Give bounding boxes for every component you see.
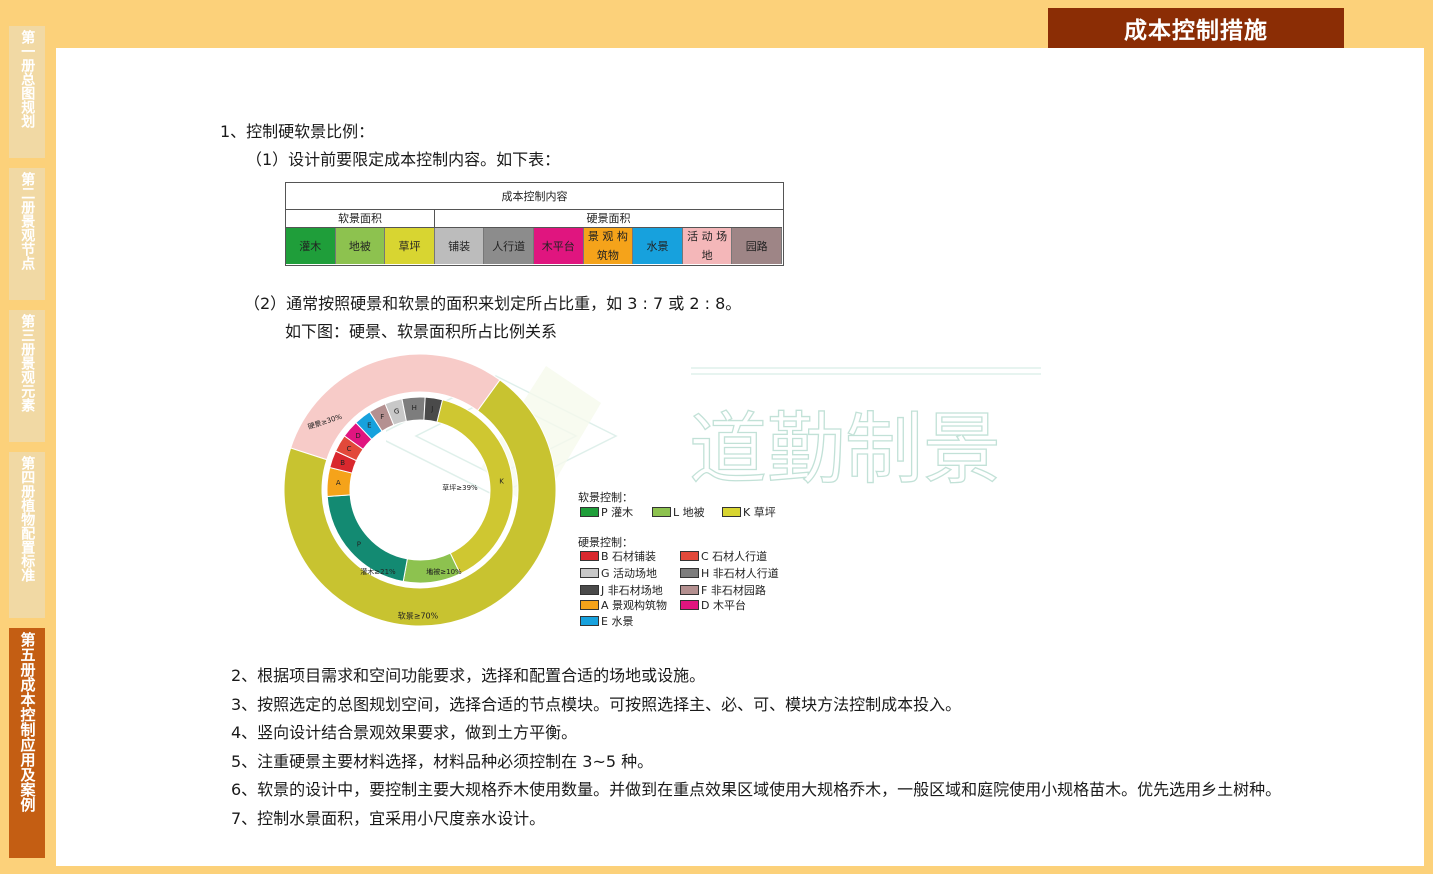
table-cell: 水景 — [633, 228, 683, 264]
legend-swatch — [680, 600, 699, 610]
volume-tab-label: 第二册景观节点 — [19, 172, 36, 270]
volume-tab-label: 第五册成本控制应用及案例 — [18, 632, 37, 812]
table-cell: 铺装 — [434, 228, 485, 264]
label-shrub: 灌木≥21% — [360, 567, 396, 576]
legend-item-hard-d: D 木平台 — [680, 597, 746, 613]
legend-item-soft-l: L 地被 — [652, 504, 705, 520]
item-2: 2、根据项目需求和空间功能要求，选择和配置合适的场地或设施。 — [231, 666, 706, 685]
table-cell: 活 动 场 地 — [682, 228, 733, 264]
legend-swatch — [580, 551, 599, 561]
legend-swatch — [680, 568, 699, 578]
volume-tab-4[interactable]: 第四册植物配置标准 — [9, 452, 45, 618]
table-cell: 人行道 — [484, 228, 534, 264]
volume-sidebar: 第一册总图规划 第二册景观节点 第三册景观元素 第四册植物配置标准 第五册成本控… — [0, 0, 52, 874]
item-5: 5、注重硬景主要材料选择，材料品种必须控制在 3~5 种。 — [231, 752, 654, 771]
segment-letter: L — [429, 567, 433, 575]
segment-letter: F — [380, 413, 384, 421]
legend-label: J 非石材场地 — [601, 584, 663, 597]
cost-control-table: 成本控制内容 软景面积 硬景面积 灌木地被草坪铺装人行道木平台景 观 构 筑物水… — [285, 182, 784, 266]
legend-item-hard-h: H 非石材人行道 — [680, 565, 779, 581]
legend-soft-title: 软景控制： — [578, 491, 633, 504]
legend-item-hard-a: A 景观构筑物 — [580, 597, 667, 613]
legend-item-hard-e: E 水景 — [580, 613, 633, 629]
outer-ring-segment — [283, 379, 557, 627]
legend-item-hard-b: B 石材铺装 — [580, 548, 656, 564]
volume-tab-5[interactable]: 第五册成本控制应用及案例 — [9, 628, 45, 858]
item-4: 4、竖向设计结合景观效果要求，做到土方平衡。 — [231, 723, 578, 742]
table-title: 成本控制内容 — [286, 183, 783, 210]
segment-letter: K — [499, 478, 504, 486]
segment-letter: E — [367, 422, 371, 430]
soft-area-header: 软景面积 — [286, 209, 435, 228]
legend-label: E 水景 — [601, 615, 634, 628]
segment-letter: C — [347, 445, 352, 453]
legend-swatch — [680, 585, 699, 595]
legend-swatch — [580, 600, 599, 610]
segment-letter: D — [355, 432, 360, 440]
legend-swatch — [580, 568, 599, 578]
segment-letter: B — [340, 459, 345, 467]
volume-tab-label: 第四册植物配置标准 — [19, 456, 36, 582]
legend-item-soft-k: K 草坪 — [722, 504, 776, 520]
content-panel: 1、控制硬软景比例： （1）设计前要限定成本控制内容。如下表： 成本控制内容 软… — [56, 48, 1424, 866]
volume-tab-label: 第三册景观元素 — [19, 314, 36, 412]
legend-item-hard-j: J 非石材场地 — [580, 582, 663, 598]
segment-letter: J — [430, 405, 433, 413]
segment-letter: H — [412, 404, 417, 412]
legend-item-hard-c: C 石材人行道 — [680, 548, 767, 564]
legend-item-hard-f: F 非石材园路 — [680, 582, 766, 598]
legend-label: F 非石材园路 — [701, 584, 766, 597]
legend-swatch — [580, 507, 599, 517]
item-7: 7、控制水景面积，宜采用小尺度亲水设计。 — [231, 809, 546, 828]
item-1-sub-1: （1）设计前要限定成本控制内容。如下表： — [246, 150, 561, 169]
legend-label: L 地被 — [673, 506, 705, 519]
table-cell: 木平台 — [534, 228, 584, 264]
volume-tab-1[interactable]: 第一册总图规划 — [9, 26, 45, 158]
table-cell: 园路 — [732, 228, 782, 264]
table-cell: 景 观 构 筑物 — [583, 228, 634, 264]
item-6: 6、软景的设计中，要控制主要大规格乔木使用数量。并做到在重点效果区域使用大规格乔… — [231, 780, 1282, 799]
legend-label: K 草坪 — [743, 506, 776, 519]
legend-swatch — [680, 551, 699, 561]
segment-letter: P — [357, 541, 361, 549]
legend-label: H 非石材人行道 — [701, 567, 779, 580]
legend-swatch — [652, 507, 671, 517]
item-1-sub-2: （2）通常按照硬景和软景的面积来划定所占比重，如 3 : 7 或 2 : 8。 — [244, 294, 742, 313]
label-soft: 软景≥70% — [398, 611, 439, 621]
table-cell: 地被 — [335, 228, 386, 264]
legend-item-soft-p: P 灌木 — [580, 504, 633, 520]
segment-letter: A — [336, 479, 341, 487]
legend-label: B 石材铺装 — [601, 550, 657, 563]
legend-label: P 灌木 — [601, 506, 634, 519]
legend-label: D 木平台 — [701, 599, 746, 612]
volume-tab-3[interactable]: 第三册景观元素 — [9, 310, 45, 442]
segment-letter: G — [394, 407, 399, 415]
legend-swatch — [580, 585, 599, 595]
watermark-text: 道勤制景 — [689, 405, 1001, 495]
legend-label: G 活动场地 — [601, 567, 658, 580]
label-lawn: 草坪≥39% — [442, 483, 478, 492]
legend-swatch — [722, 507, 741, 517]
legend-item-hard-g: G 活动场地 — [580, 565, 657, 581]
volume-tab-label: 第一册总图规划 — [19, 30, 36, 128]
legend-hard-title: 硬景控制： — [578, 536, 633, 549]
item-3: 3、按照选定的总图规划空间，选择合适的节点模块。可按照选择主、必、可、模块方法控… — [231, 695, 962, 714]
legend-swatch — [580, 616, 599, 626]
table-cell: 灌木 — [286, 228, 336, 264]
legend-label: A 景观构筑物 — [601, 599, 668, 612]
item-1-heading: 1、控制硬软景比例： — [220, 122, 375, 141]
table-cell: 草坪 — [385, 228, 435, 264]
inner-ring-segment-j — [423, 396, 444, 423]
hard-area-header: 硬景面积 — [435, 209, 782, 228]
volume-tab-2[interactable]: 第二册景观节点 — [9, 168, 45, 300]
item-1-sub-2b: 如下图：硬景、软景面积所占比例关系 — [285, 322, 558, 341]
page-title: 成本控制措施 — [1048, 8, 1344, 48]
legend-label: C 石材人行道 — [701, 550, 768, 563]
label-groundcover: 地被≥10% — [426, 567, 462, 576]
